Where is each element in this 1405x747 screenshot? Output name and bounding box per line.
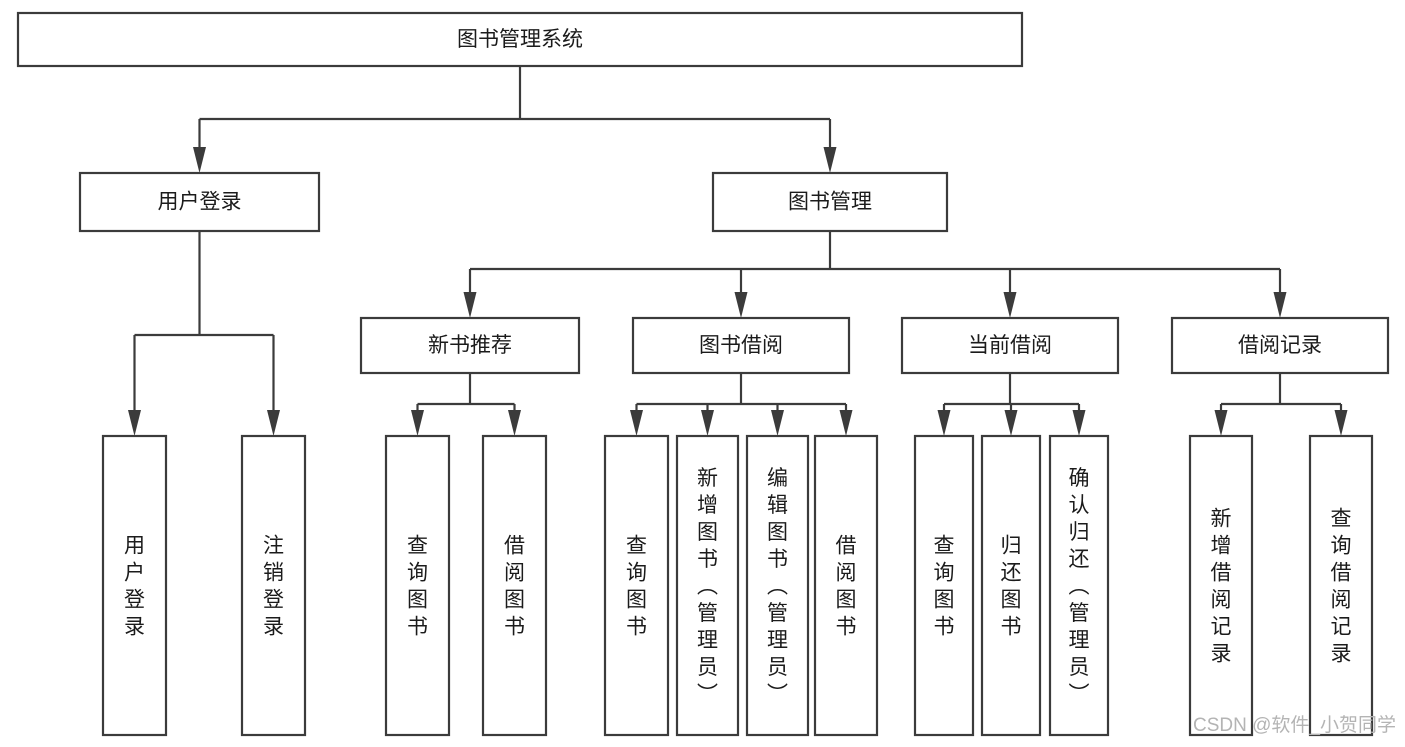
node-leaf-query-book-3[interactable]: 查询图书: [913, 434, 975, 737]
node-box: [631, 316, 851, 375]
node-box: [711, 171, 949, 233]
arrow-head-icon: [463, 292, 477, 318]
node-leaf-query-book-1[interactable]: 查询图书: [384, 434, 451, 737]
node-label: 图书管理系统: [457, 28, 583, 51]
csdn-watermark: CSDN @软件_小贺同学: [1193, 714, 1396, 736]
node-box: [359, 316, 581, 375]
arrow-head-icon: [128, 410, 141, 436]
arrow-head-icon: [823, 147, 837, 173]
arrow-head-icon: [771, 410, 784, 436]
node-box: [78, 171, 321, 233]
arrow-head-icon: [1003, 292, 1017, 318]
node-label: 注销登录: [263, 535, 284, 639]
node-l3-current-borrow[interactable]: 当前借阅: [900, 316, 1120, 375]
node-box: [1188, 434, 1254, 737]
node-box: [745, 434, 810, 737]
arrow-head-icon: [1334, 410, 1348, 436]
node-leaf-user-login[interactable]: 用户登录: [101, 434, 168, 737]
node-box: [675, 434, 740, 737]
node-box: [813, 434, 879, 737]
node-label: 归还图书: [1001, 535, 1022, 639]
arrow-head-icon: [193, 147, 206, 173]
node-leaf-borrow-book-1[interactable]: 借阅图书: [481, 434, 548, 737]
node-label: 查询图书: [934, 535, 955, 639]
node-label: 确认归还︵管理员︶: [1069, 467, 1090, 706]
arrow-head-icon: [1004, 410, 1018, 436]
node-leaf-edit-book[interactable]: 编辑图书︵管理员︶: [745, 434, 810, 737]
node-label: 借阅图书: [504, 535, 525, 639]
node-box: [603, 434, 670, 737]
arrow-head-icon: [267, 410, 280, 436]
node-leaf-query-book-2[interactable]: 查询图书: [603, 434, 670, 737]
arrow-head-icon: [508, 410, 521, 436]
node-box: [1308, 434, 1374, 737]
arrow-head-icon: [1214, 410, 1228, 436]
node-leaf-confirm-return[interactable]: 确认归还︵管理员︶: [1048, 434, 1110, 737]
node-box: [913, 434, 975, 737]
node-label: 新书推荐: [428, 334, 512, 357]
arrow-head-icon: [1273, 292, 1287, 318]
node-label: 用户登录: [124, 535, 145, 639]
node-l2-user-login[interactable]: 用户登录: [78, 171, 321, 233]
node-label: 用户登录: [158, 191, 242, 214]
node-box: [481, 434, 548, 737]
node-leaf-borrow-book-2[interactable]: 借阅图书: [813, 434, 879, 737]
arrow-head-icon: [1072, 410, 1086, 436]
node-label: 新增图书︵管理员︶: [697, 467, 718, 706]
node-l2-book-manage[interactable]: 图书管理: [711, 171, 949, 233]
node-leaf-add-book[interactable]: 新增图书︵管理员︶: [675, 434, 740, 737]
arrow-head-icon: [411, 410, 424, 436]
node-box: [980, 434, 1042, 737]
node-leaf-return-book[interactable]: 归还图书: [980, 434, 1042, 737]
node-leaf-add-record[interactable]: 新增借阅记录: [1188, 434, 1254, 737]
node-leaf-query-record[interactable]: 查询借阅记录: [1308, 434, 1374, 737]
arrow-head-icon: [734, 292, 748, 318]
node-layer: 图书管理系统用户登录图书管理新书推荐图书借阅当前借阅借阅记录用户登录注销登录查询…: [16, 11, 1390, 737]
node-l3-new-book-rec[interactable]: 新书推荐: [359, 316, 581, 375]
node-label: 借阅记录: [1238, 334, 1322, 357]
node-label: 图书管理: [788, 191, 872, 214]
node-l3-borrow-record[interactable]: 借阅记录: [1170, 316, 1390, 375]
node-box: [1048, 434, 1110, 737]
node-box: [16, 11, 1024, 68]
node-label: 借阅图书: [836, 535, 857, 639]
node-label: 编辑图书︵管理员︶: [767, 467, 788, 706]
node-label: 新增借阅记录: [1211, 508, 1232, 666]
node-box: [900, 316, 1120, 375]
node-box: [1170, 316, 1390, 375]
arrow-head-icon: [701, 410, 714, 436]
node-box: [101, 434, 168, 737]
edge-layer: [128, 66, 1348, 436]
node-label: 当前借阅: [968, 334, 1052, 357]
arrow-head-icon: [839, 410, 853, 436]
node-box: [384, 434, 451, 737]
node-label: 图书借阅: [699, 334, 783, 357]
node-label: 查询图书: [407, 535, 428, 639]
node-label: 查询图书: [626, 535, 647, 639]
node-l3-book-borrow[interactable]: 图书借阅: [631, 316, 851, 375]
arrow-head-icon: [937, 410, 951, 436]
node-box: [240, 434, 307, 737]
node-label: 查询借阅记录: [1331, 508, 1352, 666]
node-leaf-logout[interactable]: 注销登录: [240, 434, 307, 737]
arrow-head-icon: [630, 410, 643, 436]
node-root[interactable]: 图书管理系统: [16, 11, 1024, 68]
